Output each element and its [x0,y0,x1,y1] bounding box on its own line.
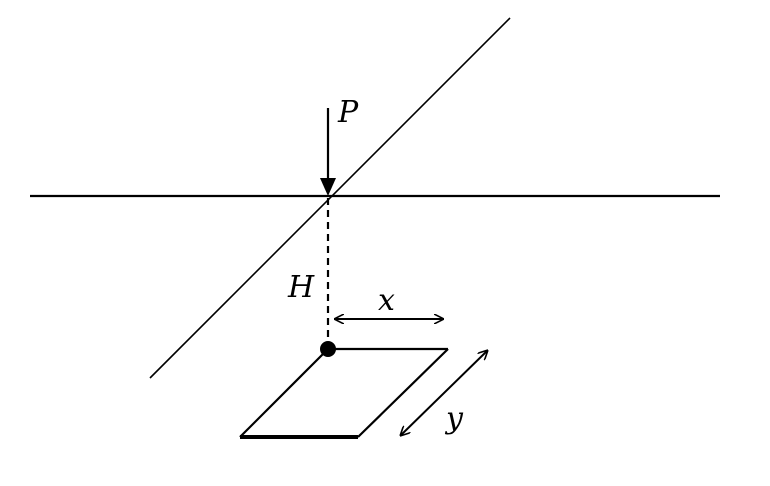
load-label-p: P [337,95,359,130]
dimension-label-x: x [378,283,395,318]
area-left-edge [239,348,329,438]
dimension-label-y: y [444,401,464,436]
depth-label-h: H [287,270,315,305]
dimension-arrow-y [400,350,488,436]
oblique-plane-line [149,17,511,379]
area-right-edge [357,348,449,438]
load-arrow-head [320,178,336,196]
